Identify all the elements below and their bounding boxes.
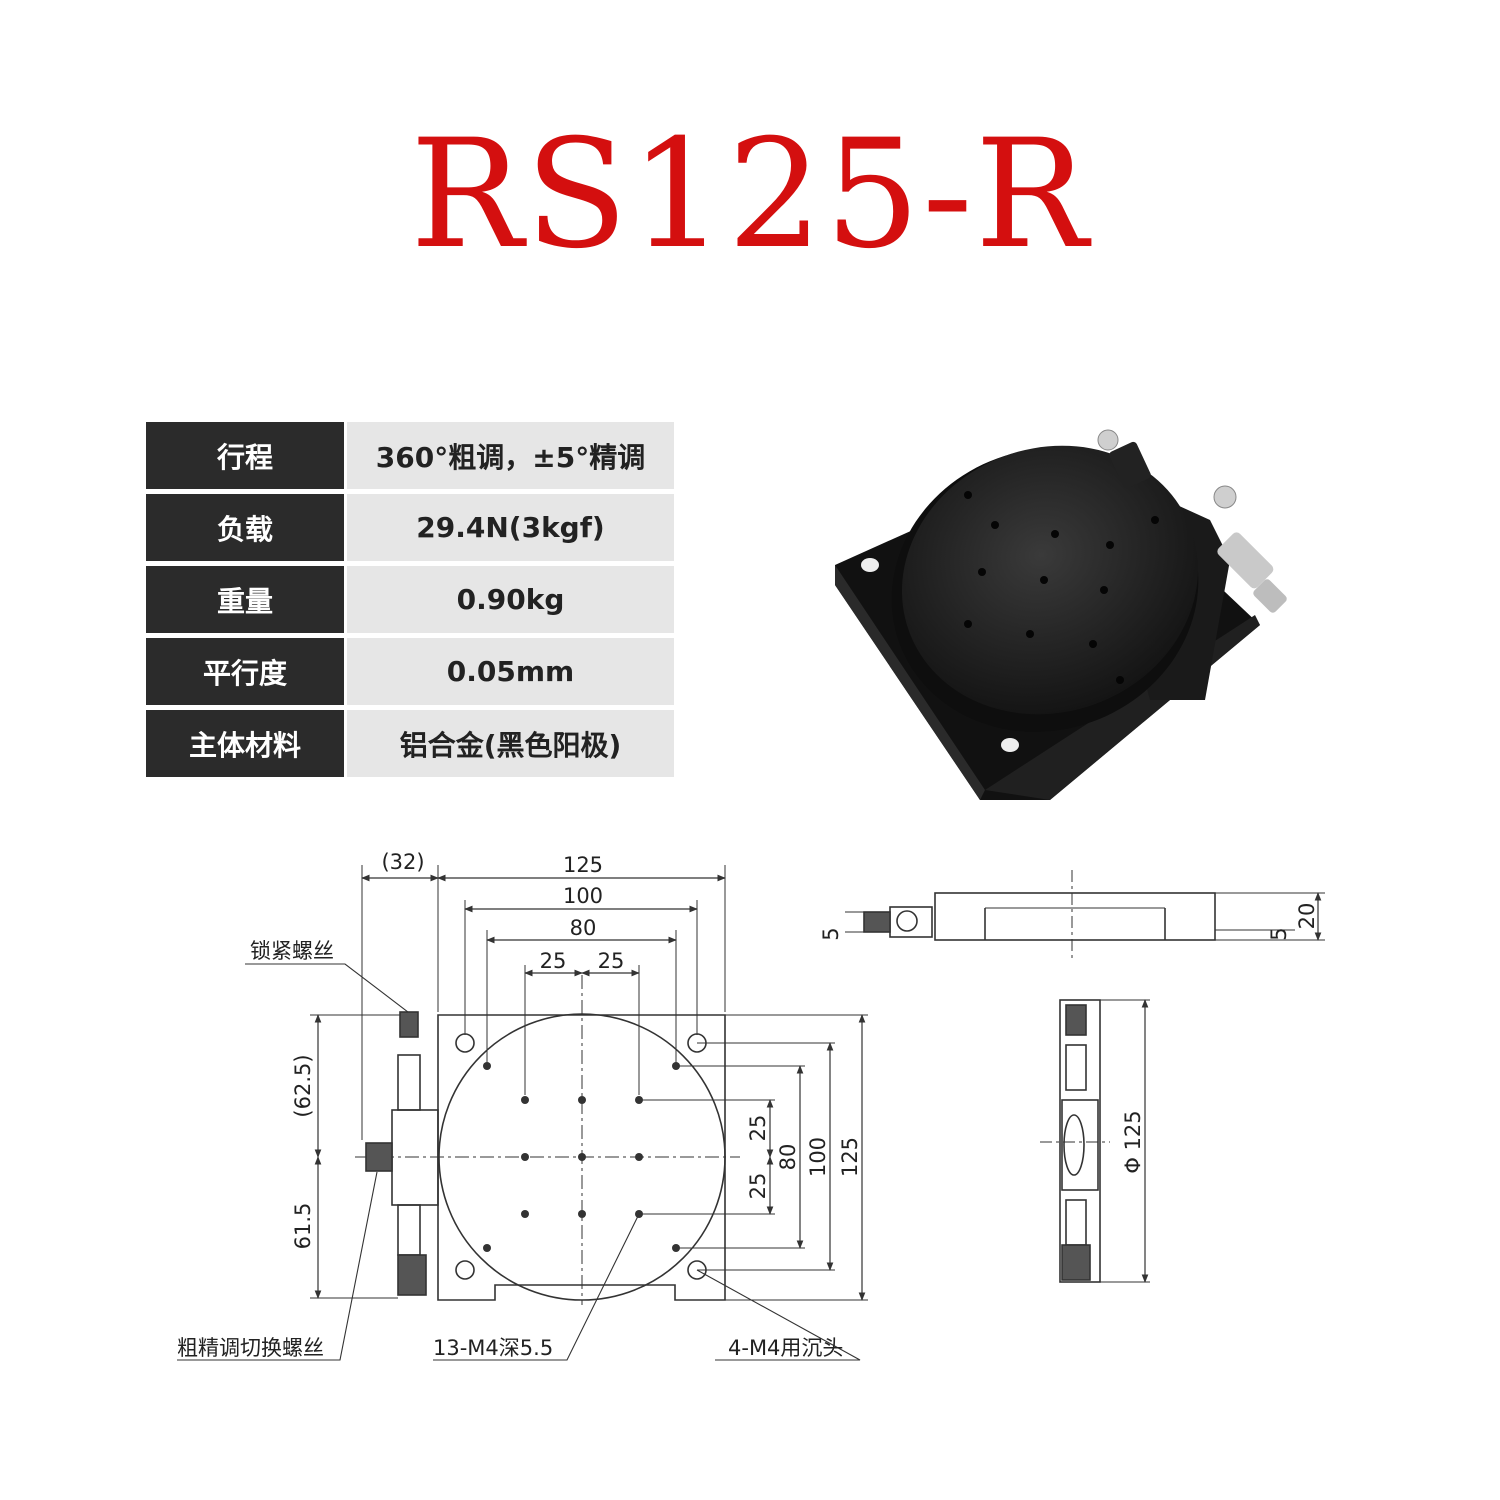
product-photo	[835, 429, 1287, 800]
dim-32: (32)	[381, 850, 424, 874]
dim-61-5: 61.5	[291, 1203, 315, 1250]
spec-value: 360°粗调，±5°精调	[347, 422, 674, 489]
spec-value: 29.4N(3kgf)	[347, 494, 674, 561]
spec-row: 重量 0.90kg	[146, 566, 674, 633]
callout-lock-screw: 锁紧螺丝	[250, 939, 334, 963]
spec-value: 铝合金(黑色阳极)	[347, 710, 674, 777]
spec-row: 主体材料 铝合金(黑色阳极)	[146, 710, 674, 777]
dim-100-right: 100	[806, 1137, 830, 1177]
top-view-drawing	[177, 865, 868, 1361]
spec-table: 行程 360°粗调，±5°精调 负载 29.4N(3kgf) 重量 0.90kg…	[146, 422, 674, 782]
dim-25-left: 25	[540, 949, 567, 973]
dim-125-right: 125	[838, 1137, 862, 1177]
spec-label: 平行度	[146, 638, 344, 705]
spec-row: 平行度 0.05mm	[146, 638, 674, 705]
dim-100-top: 100	[563, 884, 603, 908]
spec-value: 0.05mm	[347, 638, 674, 705]
spec-label: 主体材料	[146, 710, 344, 777]
product-title: RS125-R	[410, 108, 1090, 282]
dim-62-5: (62.5)	[291, 1054, 315, 1117]
dim-5-right: 5	[1267, 927, 1291, 940]
spec-row: 负载 29.4N(3kgf)	[146, 494, 674, 561]
spec-row: 行程 360°粗调，±5°精调	[146, 422, 674, 489]
hole-markers	[483, 1062, 680, 1252]
dim-80-top: 80	[570, 916, 597, 940]
dim-20: 20	[1295, 903, 1319, 930]
callout-m4-holes: 13-M4深5.5	[433, 1336, 553, 1360]
spec-value: 0.90kg	[347, 566, 674, 633]
callout-m4-counterbore: 4-M4用沉头	[728, 1336, 843, 1360]
dim-diameter: Φ 125	[1121, 1110, 1145, 1173]
dim-25-upper: 25	[746, 1115, 770, 1142]
spec-label: 负载	[146, 494, 344, 561]
side-view-drawing	[845, 870, 1325, 1283]
callout-switch-screw: 粗精调切换螺丝	[177, 1336, 324, 1360]
spec-label: 行程	[146, 422, 344, 489]
dim-25-lower: 25	[746, 1173, 770, 1200]
dim-80-right: 80	[776, 1144, 800, 1171]
dim-5-left: 5	[819, 927, 843, 940]
dim-125-top: 125	[563, 853, 603, 877]
dim-25-right: 25	[598, 949, 625, 973]
spec-label: 重量	[146, 566, 344, 633]
